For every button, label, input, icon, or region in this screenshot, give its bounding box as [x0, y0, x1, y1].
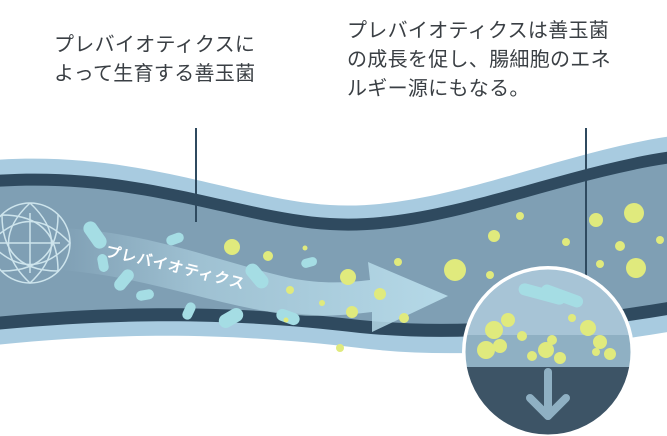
flow-label: プレバイオティクス: [104, 242, 246, 293]
flow-label-char: オ: [166, 256, 185, 277]
lattice-icon: [0, 202, 72, 285]
prebiotic-particles: [224, 203, 664, 352]
caption-probiotic-bacteria: プレバイオティクスに よって生育する善玉菌: [54, 30, 324, 88]
caption-line: プレバイオティクスに: [54, 32, 256, 56]
probiotic-bacteria: [83, 221, 318, 328]
flow-label-char: ク: [212, 268, 231, 289]
flow-label-char: プ: [104, 242, 123, 263]
zoom-detail-circle: [462, 266, 634, 436]
caption-line: ルギー源にもなる。: [347, 76, 530, 100]
flow-label-char: ィ: [197, 264, 216, 285]
flow-label-char: ス: [227, 272, 246, 293]
flow-label-char: レ: [119, 246, 138, 267]
arrow-down-icon: [526, 368, 570, 420]
flow-label-char: イ: [151, 253, 170, 274]
caption-line: よって生育する善玉菌: [54, 61, 256, 85]
caption-line: プレバイオティクスは善玉菌: [347, 18, 610, 42]
flow-label-char: バ: [135, 249, 154, 270]
caption-prebiotic-effect: プレバイオティクスは善玉菌 の成長を促し、腸細胞のエネ ルギー源にもなる。: [347, 16, 657, 103]
flow-label-char: テ: [182, 260, 201, 281]
caption-line: の成長を促し、腸細胞のエネ: [347, 47, 611, 71]
